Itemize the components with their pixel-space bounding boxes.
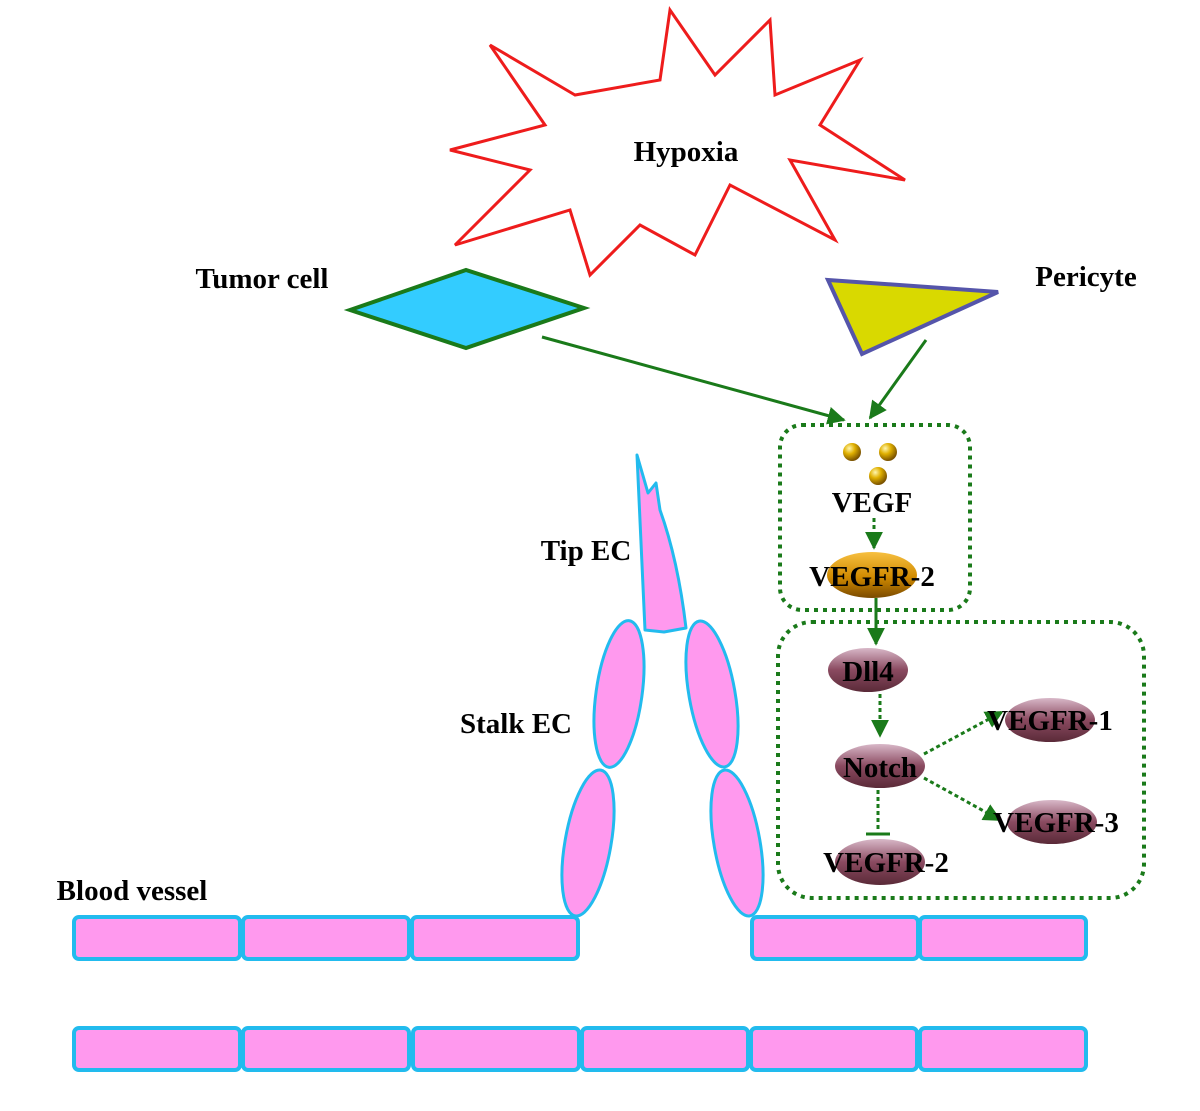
vessel-cell [241, 1026, 411, 1072]
notch-to-vegfr3-arrow [923, 776, 1002, 822]
blood-vessel-lower-wall [72, 1026, 1088, 1072]
tip-ec-label: Tip EC [541, 535, 632, 567]
starburst-icon [449, 6, 906, 278]
dll4-label: Dll4 [842, 656, 894, 688]
tip-endothelial-cell [635, 453, 688, 634]
vegfr2-receptor-top [827, 552, 917, 598]
vegfr2-bottom-label: VEGFR-2 [823, 847, 949, 879]
tumor-cell: Tumor cell [196, 263, 591, 351]
dll4-protein [828, 648, 908, 692]
vessel-cell [580, 1026, 750, 1072]
pericyte-to-vegf-arrow [868, 339, 928, 420]
vessel-cell [918, 1026, 1088, 1072]
vessel-cell [411, 1026, 581, 1072]
vegf-signaling-box [778, 423, 972, 612]
hypoxia-starburst: Hypoxia [449, 6, 906, 278]
stalk-cell [592, 619, 646, 769]
notch-inhibits-vegfr2 [866, 790, 890, 836]
vessel-cell [72, 915, 242, 961]
vessel-cell [241, 915, 411, 961]
vessel-cell [410, 915, 580, 961]
vegfr2-receptor-bottom [835, 839, 925, 885]
stalk-ec-label: Stalk EC [460, 708, 572, 740]
stalk-endothelial-cells [560, 619, 765, 918]
stalk-cell [684, 619, 740, 769]
stalk-cell [560, 768, 616, 918]
pericyte-label: Pericyte [1035, 261, 1137, 293]
pericyte: Pericyte [824, 261, 1137, 357]
vessel-cell [750, 915, 920, 961]
vegfr3-label: VEGFR-3 [993, 807, 1119, 839]
vegfr2-top-label: VEGFR-2 [809, 561, 935, 593]
blood-vessel-upper-wall [72, 915, 1088, 961]
vegf-spheres-icon [843, 443, 897, 485]
tumor-to-vegf-arrow [541, 335, 846, 425]
hypoxia-label: Hypoxia [634, 136, 739, 168]
triangle-icon [824, 277, 999, 357]
vessel-cell [749, 1026, 919, 1072]
vegfr1-label: VEGFR-1 [987, 705, 1113, 737]
notch-to-vegfr1-arrow [923, 710, 1004, 756]
notch-protein [835, 744, 925, 788]
blood-vessel-label: Blood vessel [57, 875, 208, 907]
vegfr3-receptor [1007, 800, 1097, 844]
vessel-cell [918, 915, 1088, 961]
diamond-icon [343, 267, 591, 351]
stalk-cell [709, 768, 765, 918]
notch-label: Notch [843, 752, 917, 784]
vegfr1-receptor [1005, 698, 1095, 742]
tumor-cell-label: Tumor cell [196, 263, 329, 295]
vegf-label: VEGF [832, 487, 913, 519]
vessel-cell [72, 1026, 242, 1072]
